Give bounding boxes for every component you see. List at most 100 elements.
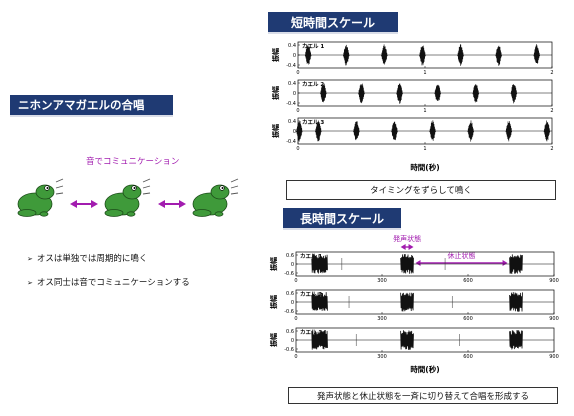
bullet-item: ➢オスは単独では周期的に鳴く xyxy=(27,254,148,264)
x-tick-label: 0 xyxy=(296,70,299,76)
x-tick-label: 2 xyxy=(550,108,553,114)
calling-bout xyxy=(311,330,328,350)
panel-label: カエル 2 xyxy=(300,291,322,298)
call-burst xyxy=(472,84,480,103)
panel-label: カエル 3 xyxy=(300,329,322,336)
double-arrow-icon xyxy=(158,200,186,208)
call-burst xyxy=(467,120,475,142)
y-tick-label: -0.6 xyxy=(284,347,294,353)
frog-leg xyxy=(192,209,212,217)
x-tick-label: 0 xyxy=(296,146,299,152)
sound-line xyxy=(230,185,239,189)
calling-bout xyxy=(509,254,523,274)
frog-icon xyxy=(192,178,239,217)
panel-label: カエル 1 xyxy=(302,43,324,50)
call-burst xyxy=(419,45,426,66)
y-axis-label: 振幅 xyxy=(269,295,278,309)
x-tick-label: 300 xyxy=(377,354,387,360)
arrow-head xyxy=(408,244,414,250)
calling-bout xyxy=(509,330,523,350)
long-scale-title: 長時間スケール xyxy=(283,208,401,230)
x-tick-label: 900 xyxy=(549,354,559,360)
call-burst xyxy=(353,121,360,141)
y-tick-label: 0 xyxy=(291,338,294,344)
calling-bout xyxy=(311,254,328,274)
frog-icon xyxy=(104,178,151,217)
call-burst xyxy=(510,84,518,104)
arrow-head xyxy=(400,244,406,250)
call-burst xyxy=(434,84,441,102)
x-tick-label: 0 xyxy=(294,316,297,322)
calling-bout xyxy=(400,330,414,350)
x-tick-label: 300 xyxy=(377,316,387,322)
sound-line xyxy=(55,185,64,189)
frog-leg xyxy=(104,209,124,217)
y-tick-label: 0.4 xyxy=(288,43,296,49)
y-tick-label: 0.4 xyxy=(288,119,296,125)
arrow-head xyxy=(179,200,186,208)
call-burst xyxy=(320,83,327,103)
sound-line xyxy=(55,178,64,183)
x-tick-label: 0 xyxy=(294,354,297,360)
arrow-head xyxy=(415,260,421,266)
bullet-list: ➢オスは単独では周期的に鳴く ➢オス同士は音でコミュニケーションする xyxy=(27,247,190,295)
call-burst xyxy=(495,45,502,66)
x-axis-label: 時間(秒) xyxy=(410,364,439,374)
frog-leg xyxy=(17,209,37,217)
call-burst xyxy=(358,83,365,104)
frog-foot xyxy=(126,211,136,217)
arrow-head xyxy=(70,200,77,208)
y-tick-label: 0 xyxy=(291,300,294,306)
y-tick-label: 0 xyxy=(293,129,296,135)
call-burst xyxy=(543,120,551,142)
calling-bout xyxy=(400,292,414,312)
frog-pupil xyxy=(46,187,49,189)
x-tick-label: 1 xyxy=(423,108,426,114)
panel-label: カエル 2 xyxy=(302,81,324,88)
y-tick-label: -0.4 xyxy=(286,63,296,69)
y-axis-label: 振幅 xyxy=(269,333,278,347)
y-tick-label: 0.4 xyxy=(288,81,296,87)
x-tick-label: 900 xyxy=(549,278,559,284)
panel-label: カエル 1 xyxy=(300,253,322,260)
x-tick-label: 1 xyxy=(423,70,426,76)
calling-state-arrow xyxy=(400,244,414,250)
call-burst xyxy=(304,44,312,65)
x-tick-label: 2 xyxy=(550,146,553,152)
frog-icon xyxy=(17,178,64,217)
x-tick-label: 1 xyxy=(423,146,426,152)
left-panel-title: ニホンアマガエルの合唱 xyxy=(10,95,173,117)
long-scale-caption: 発声状態と休止状態を一斉に切り替えて合唱を形成する xyxy=(288,387,558,404)
frog-pupil xyxy=(133,187,136,189)
panel-label: カエル 3 xyxy=(302,119,324,126)
y-tick-label: -0.6 xyxy=(284,271,294,277)
x-tick-label: 2 xyxy=(550,70,553,76)
y-tick-label: 0 xyxy=(293,91,296,97)
x-axis-label: 時間(秒) xyxy=(410,162,439,172)
y-axis-label: 振幅 xyxy=(271,124,280,138)
call-burst xyxy=(315,120,322,142)
y-tick-label: 0.6 xyxy=(286,253,294,259)
sound-line xyxy=(55,192,64,195)
frog-foot xyxy=(214,211,224,217)
calling-bout xyxy=(509,292,523,312)
communication-label: 音でコミュニケーション xyxy=(86,157,180,167)
short-scale-title: 短時間スケール xyxy=(268,12,398,34)
sound-line xyxy=(230,192,239,195)
y-tick-label: 0 xyxy=(291,262,294,268)
call-burst xyxy=(396,83,403,104)
y-tick-label: 0.6 xyxy=(286,291,294,297)
y-axis-label: 振幅 xyxy=(269,257,278,271)
y-axis-label: 振幅 xyxy=(271,48,280,62)
call-burst xyxy=(342,44,350,66)
resting-state-arrow xyxy=(415,260,508,266)
bullet-arrow-icon: ➢ xyxy=(27,279,33,287)
call-burst xyxy=(391,121,398,141)
call-burst xyxy=(457,44,464,66)
